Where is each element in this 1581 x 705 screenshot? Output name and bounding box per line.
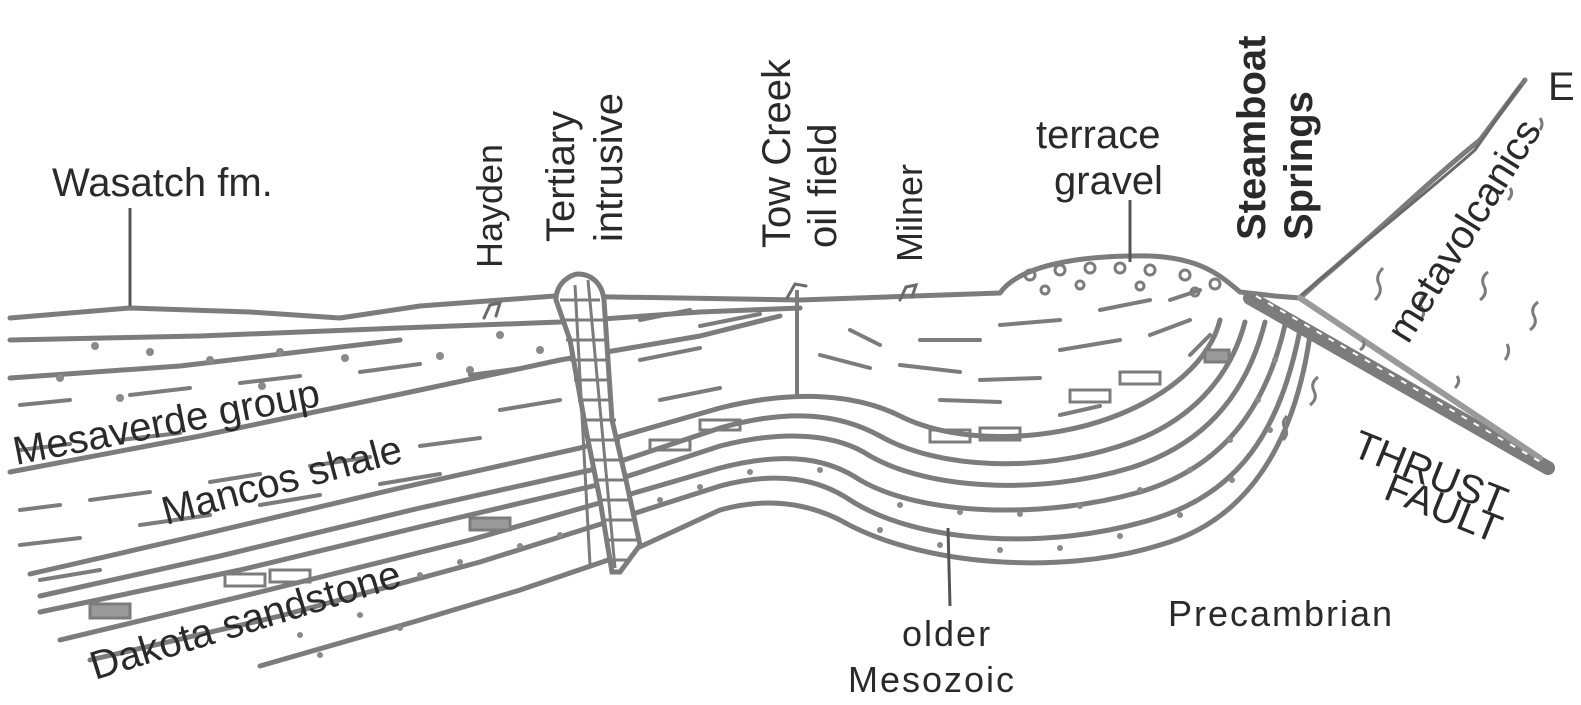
hayden-marker (484, 303, 500, 318)
tertiary-label-line1: Tertiary (539, 111, 583, 242)
towcreek-label-line1: Tow Creek (755, 58, 799, 248)
towcreek-label-line2: oil field (801, 123, 845, 248)
edge-label-e: E (1548, 65, 1575, 109)
metavolcanics-label: metavolcanics (1378, 112, 1550, 350)
terrace-gravel-pebbles (1025, 263, 1220, 296)
terrace-label-line1: terrace (1036, 113, 1161, 157)
steamboat-label-line1: Steamboat (1230, 36, 1274, 241)
hayden-label: Hayden (469, 144, 510, 268)
older-mesozoic-leader (948, 528, 950, 606)
wasatch-label: Wasatch fm. (52, 161, 273, 205)
milner-label: Milner (889, 164, 930, 262)
older-mesozoic-label-line2: Mesozoic (848, 659, 1016, 700)
tertiary-label-line2: intrusive (587, 93, 631, 242)
older-mesozoic-label-line1: older (902, 613, 992, 654)
terrace-label-line2: gravel (1054, 159, 1163, 203)
steamboat-label-line2: Springs (1277, 91, 1321, 240)
precambrian-label: Precambrian (1168, 593, 1394, 634)
